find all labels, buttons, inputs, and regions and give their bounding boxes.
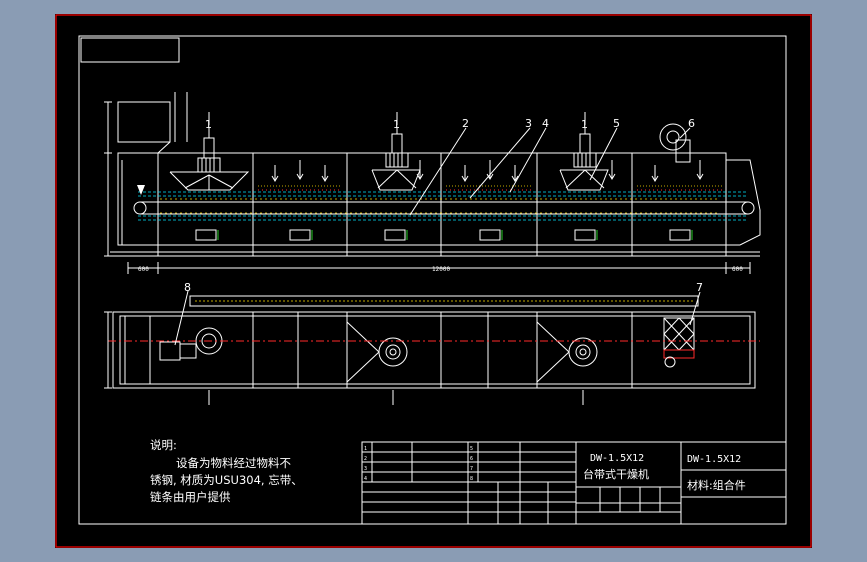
drawing-name: 台带式干燥机	[583, 467, 649, 481]
dim-total-length: 12000	[432, 266, 450, 273]
dim-right-overhang: 600	[732, 266, 743, 273]
part-balloons: 1 1 1 2 3 4 5 6 7 8	[184, 117, 703, 294]
corner-label-box	[80, 37, 180, 63]
balloon-1a: 1	[205, 118, 212, 131]
balloon-7: 7	[696, 281, 703, 294]
notes-line-1: 设备为物料经过物料不	[176, 456, 291, 470]
front-elevation-view	[104, 92, 761, 274]
title-block-text: DW-1.5X12 台带式干燥机 DW-1.5X12 材料:组合件	[583, 453, 746, 492]
svg-text:8: 8	[470, 476, 473, 482]
access-doors	[195, 229, 693, 241]
drawing-number: DW-1.5X12	[590, 453, 644, 464]
exhaust-fan	[659, 123, 691, 163]
title-block: 1 2 3 4 5 6 7 8	[361, 441, 787, 525]
drawing-code: DW-1.5X12	[687, 454, 741, 465]
fan-unit-2	[371, 133, 421, 191]
svg-text:6: 6	[470, 456, 473, 462]
balloon-5: 5	[613, 117, 620, 130]
svg-text:5: 5	[470, 446, 473, 452]
svg-text:7: 7	[470, 466, 473, 472]
material-label: 材料:组合件	[687, 478, 746, 492]
sheet-border	[55, 14, 812, 548]
balloon-leaders	[174, 127, 701, 346]
technical-notes: 说明: 设备为物料经过物料不 锈钢, 材质为USU304, 忘带、 链条由用户提…	[150, 438, 303, 504]
plan-view	[104, 295, 760, 405]
dim-left-overhang: 600	[138, 266, 149, 273]
svg-text:2: 2	[364, 456, 367, 462]
svg-text:4: 4	[364, 476, 367, 482]
balloon-3: 3	[525, 117, 532, 130]
notes-line-2: 锈钢, 材质为USU304, 忘带、	[150, 473, 303, 487]
drawing-sheet	[55, 14, 812, 548]
balloon-1b: 1	[393, 118, 400, 131]
svg-text:1: 1	[364, 446, 367, 452]
notes-title: 说明:	[150, 438, 177, 452]
dimension-labels: 600 12000 600	[138, 266, 743, 273]
svg-text:3: 3	[364, 466, 367, 472]
balloon-4: 4	[542, 117, 549, 130]
balloon-1c: 1	[581, 118, 588, 131]
balloon-8: 8	[184, 281, 191, 294]
balloon-6: 6	[688, 117, 695, 130]
drive-gearbox	[663, 317, 695, 359]
notes-line-3: 链条由用户提供	[150, 490, 231, 504]
fan-unit-3	[559, 133, 609, 191]
balloon-2: 2	[462, 117, 469, 130]
